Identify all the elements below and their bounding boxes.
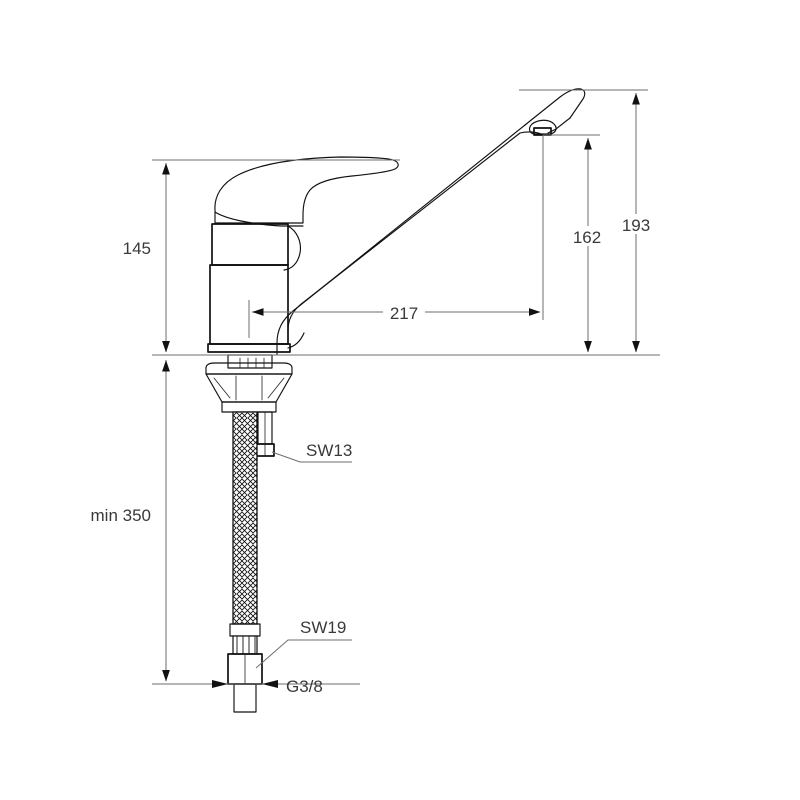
callout-g38: G3/8 — [200, 677, 360, 696]
dimension-value-217: 217 — [390, 304, 418, 323]
dimension-height-145: 145 — [123, 159, 400, 353]
dimension-overall-height-193: 193 — [519, 89, 658, 353]
dimension-reach-217: 217 — [248, 135, 544, 338]
fixing-stud-sw13 — [255, 411, 275, 457]
dimension-hose-min-350: min 350 — [91, 360, 232, 685]
faucet-body-group — [205, 88, 586, 713]
faucet-body-cylinder — [207, 264, 305, 353]
lever-handle — [214, 156, 399, 227]
callout-label-sw13: SW13 — [306, 441, 352, 460]
spout-outlet-aerator — [528, 119, 557, 136]
dimension-value-162: 162 — [573, 228, 601, 247]
callout-sw13: SW13 — [271, 441, 352, 463]
callout-sw19: SW19 — [255, 618, 352, 669]
mounting-assembly — [205, 354, 293, 413]
hose-end-fittings — [227, 623, 263, 713]
cartridge-cover — [211, 223, 302, 271]
callout-label-sw19: SW19 — [300, 618, 346, 637]
braided-hose — [232, 411, 258, 625]
dimension-value-min-350: min 350 — [91, 506, 151, 525]
dimension-outlet-height-162: 162 — [543, 134, 608, 353]
dimension-value-193: 193 — [622, 216, 650, 235]
callout-label-g38: G3/8 — [286, 677, 323, 696]
dimension-value-145: 145 — [123, 239, 151, 258]
